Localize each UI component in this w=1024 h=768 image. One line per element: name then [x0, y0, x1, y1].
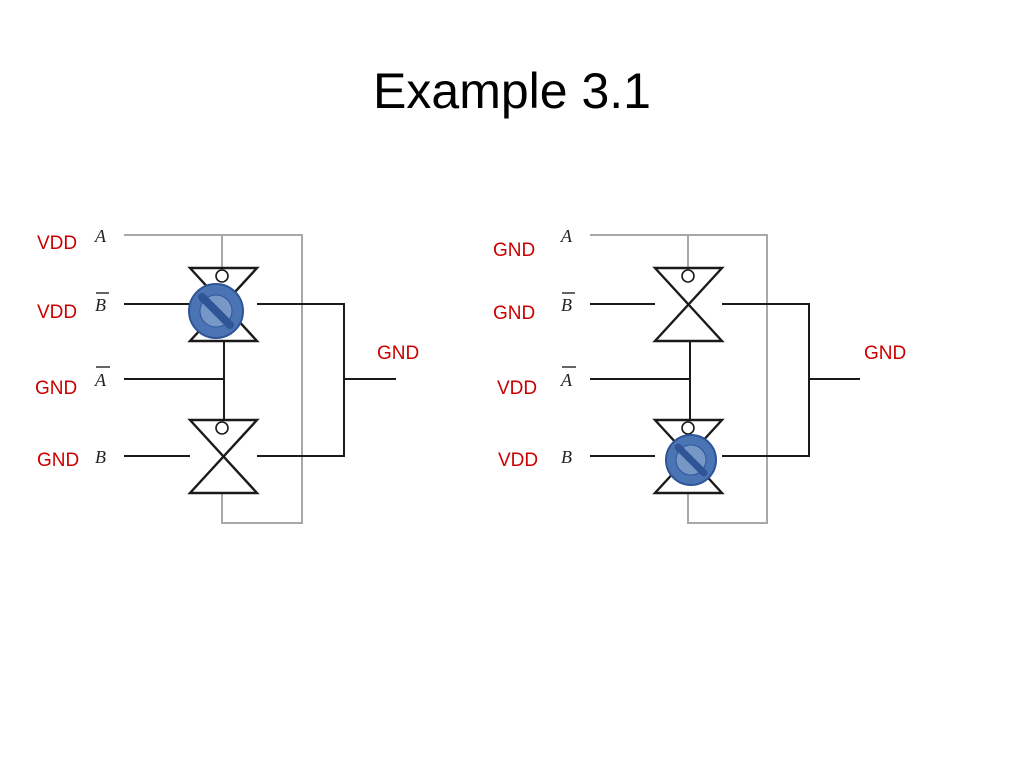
right-signal-b-bar: B — [561, 295, 572, 315]
left-bottom-transmission-gate — [187, 418, 260, 495]
right-input-a-bar-value: VDD — [497, 378, 537, 399]
left-signal-a-bar: A — [94, 370, 107, 390]
right-signal-a-bar: A — [560, 370, 573, 390]
left-signal-b-bar: B — [95, 295, 106, 315]
left-a-wire — [124, 234, 303, 524]
right-bottom-gate-bubble — [681, 421, 695, 435]
left-input-a-value: VDD — [37, 233, 77, 254]
left-top-gate-bubble — [215, 269, 229, 283]
left-input-a-bar-value: GND — [35, 378, 77, 399]
left-input-b-bar-value: VDD — [37, 302, 77, 323]
right-input-a-value: GND — [493, 240, 535, 261]
left-bottom-gate-bubble — [215, 421, 229, 435]
left-output-value: GND — [377, 343, 419, 364]
right-output-value: GND — [864, 343, 906, 364]
right-top-transmission-gate — [652, 266, 725, 343]
right-top-gate-bubble — [681, 269, 695, 283]
right-input-b-bar-value: GND — [493, 303, 535, 324]
right-out-wire — [722, 303, 810, 457]
left-no-entry-icon — [188, 283, 244, 339]
right-no-entry-icon — [665, 434, 717, 486]
left-signal-a: A — [94, 226, 107, 246]
right-a-wire — [590, 234, 768, 524]
right-signal-a: A — [560, 226, 573, 246]
right-circuit: A B A B GND GND VDD VDD GND — [493, 226, 906, 524]
left-signal-b: B — [95, 447, 106, 467]
left-circuit: A B A B VDD VDD GND GND GND — [35, 226, 419, 524]
right-signal-b: B — [561, 447, 572, 467]
slide-title: Example 3.1 — [373, 63, 651, 119]
right-input-b-value: VDD — [498, 450, 538, 471]
left-input-b-value: GND — [37, 450, 79, 471]
left-out-wire — [257, 303, 345, 457]
